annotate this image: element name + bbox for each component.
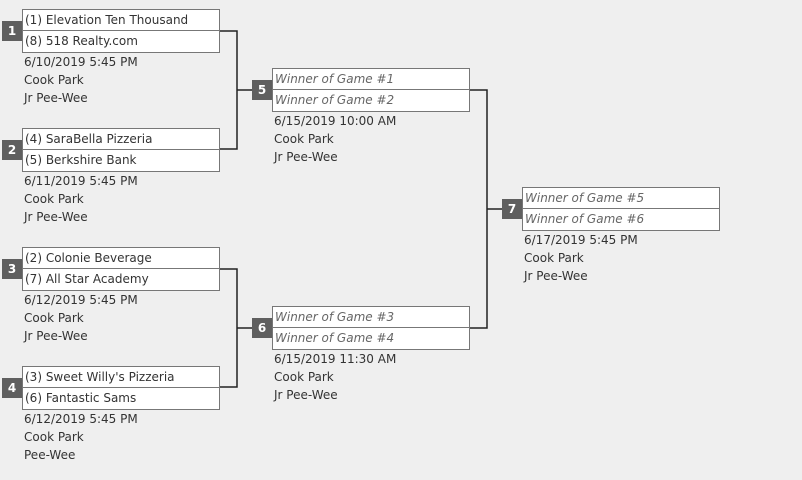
- game-info: 6/15/2019 11:30 AM Cook Park Jr Pee-Wee: [274, 350, 396, 404]
- game-datetime: 6/12/2019 5:45 PM: [24, 293, 138, 307]
- game-venue: Cook Park: [24, 192, 84, 206]
- team-slot[interactable]: (8) 518 Realty.com: [25, 34, 138, 48]
- team-slot[interactable]: (5) Berkshire Bank: [25, 153, 137, 167]
- matchup-box: (3) Sweet Willy's Pizzeria (6) Fantastic…: [22, 366, 220, 410]
- game-division: Jr Pee-Wee: [274, 150, 338, 164]
- game-datetime: 6/10/2019 5:45 PM: [24, 55, 138, 69]
- game-venue: Cook Park: [274, 132, 334, 146]
- game-venue: Cook Park: [24, 311, 84, 325]
- game-info: 6/12/2019 5:45 PM Cook Park Pee-Wee: [24, 410, 138, 464]
- matchup-box: (2) Colonie Beverage (7) All Star Academ…: [22, 247, 220, 291]
- team-slot[interactable]: (6) Fantastic Sams: [25, 391, 137, 405]
- game-division: Jr Pee-Wee: [24, 210, 88, 224]
- game-datetime: 6/15/2019 10:00 AM: [274, 114, 397, 128]
- team-slot-placeholder[interactable]: Winner of Game #2: [275, 93, 395, 107]
- game-datetime: 6/11/2019 5:45 PM: [24, 174, 138, 188]
- game-venue: Cook Park: [24, 430, 84, 444]
- game-info: 6/17/2019 5:45 PM Cook Park Jr Pee-Wee: [524, 231, 638, 285]
- game-division: Jr Pee-Wee: [24, 91, 88, 105]
- team-slot[interactable]: (1) Elevation Ten Thousand: [23, 10, 219, 31]
- team-slot[interactable]: (7) All Star Academy: [25, 272, 149, 286]
- matchup-box: Winner of Game #5 Winner of Game #6: [522, 187, 720, 231]
- game-info: 6/11/2019 5:45 PM Cook Park Jr Pee-Wee: [24, 172, 138, 226]
- game-division: Jr Pee-Wee: [274, 388, 338, 402]
- game-venue: Cook Park: [524, 251, 584, 265]
- game-info: 6/10/2019 5:45 PM Cook Park Jr Pee-Wee: [24, 53, 138, 107]
- game-info: 6/15/2019 10:00 AM Cook Park Jr Pee-Wee: [274, 112, 396, 166]
- team-slot-placeholder[interactable]: Winner of Game #1: [273, 69, 469, 90]
- matchup-box: Winner of Game #1 Winner of Game #2: [272, 68, 470, 112]
- game-division: Jr Pee-Wee: [24, 329, 88, 343]
- game-number-badge: 6: [252, 318, 272, 338]
- game-number-badge: 5: [252, 80, 272, 100]
- game-info: 6/12/2019 5:45 PM Cook Park Jr Pee-Wee: [24, 291, 138, 345]
- matchup-box: (4) SaraBella Pizzeria (5) Berkshire Ban…: [22, 128, 220, 172]
- game-number-badge: 1: [2, 21, 22, 41]
- game-number-badge: 2: [2, 140, 22, 160]
- matchup-box: (1) Elevation Ten Thousand (8) 518 Realt…: [22, 9, 220, 53]
- team-slot[interactable]: (4) SaraBella Pizzeria: [23, 129, 219, 150]
- game-number-badge: 4: [2, 378, 22, 398]
- game-datetime: 6/17/2019 5:45 PM: [524, 233, 638, 247]
- game-division: Pee-Wee: [24, 448, 76, 462]
- game-datetime: 6/12/2019 5:45 PM: [24, 412, 138, 426]
- matchup-box: Winner of Game #3 Winner of Game #4: [272, 306, 470, 350]
- game-number-badge: 3: [2, 259, 22, 279]
- game-number-badge: 7: [502, 199, 522, 219]
- game-division: Jr Pee-Wee: [524, 269, 588, 283]
- game-venue: Cook Park: [274, 370, 334, 384]
- team-slot-placeholder[interactable]: Winner of Game #3: [273, 307, 469, 328]
- team-slot[interactable]: (2) Colonie Beverage: [23, 248, 219, 269]
- team-slot[interactable]: (3) Sweet Willy's Pizzeria: [23, 367, 219, 388]
- game-venue: Cook Park: [24, 73, 84, 87]
- game-datetime: 6/15/2019 11:30 AM: [274, 352, 397, 366]
- team-slot-placeholder[interactable]: Winner of Game #4: [275, 331, 395, 345]
- team-slot-placeholder[interactable]: Winner of Game #5: [523, 188, 719, 209]
- team-slot-placeholder[interactable]: Winner of Game #6: [525, 212, 645, 226]
